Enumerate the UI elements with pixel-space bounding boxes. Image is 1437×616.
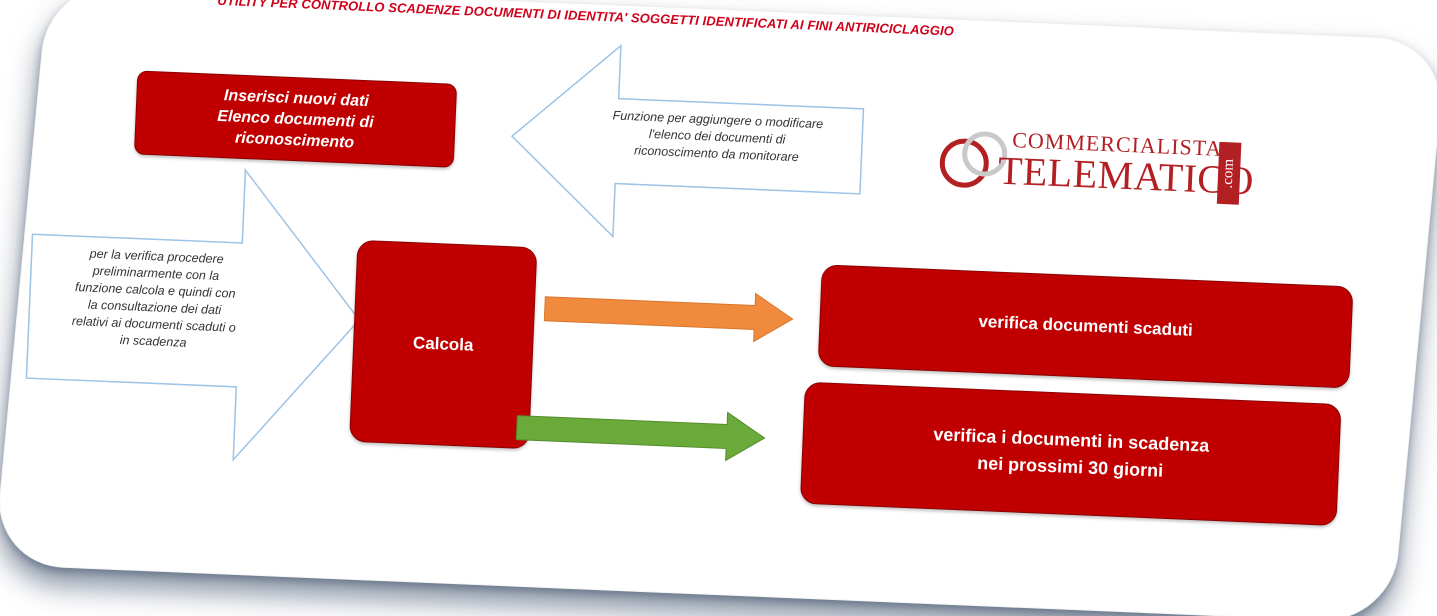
procedure-description: per la verifica procedere preliminarment… <box>71 246 237 350</box>
page-title: UTILITY PER CONTROLLO SCADENZE DOCUMENTI… <box>217 0 955 39</box>
procedure-callout-arrow <box>25 167 361 462</box>
check-expiring-documents-button[interactable]: verifica i documenti in scadenza nei pro… <box>799 381 1342 527</box>
interlocked-rings-icon <box>939 131 1008 188</box>
check-expired-documents-button[interactable]: verifica documenti scaduti <box>817 264 1354 389</box>
modify-list-callout-arrow <box>510 44 865 239</box>
arrow-right-icon <box>543 292 794 343</box>
arrow-right-icon <box>515 411 766 462</box>
commercialista-telematico-logo: COMMERCIALISTA TELEMATICO .com <box>935 114 1268 218</box>
logo-tag-text: .com <box>1219 158 1238 189</box>
logo-tag: .com <box>1216 141 1242 205</box>
insert-new-data-button[interactable]: Inserisci nuovi dati Elenco documenti di… <box>133 70 458 168</box>
calcola-button[interactable]: Calcola <box>349 239 538 450</box>
